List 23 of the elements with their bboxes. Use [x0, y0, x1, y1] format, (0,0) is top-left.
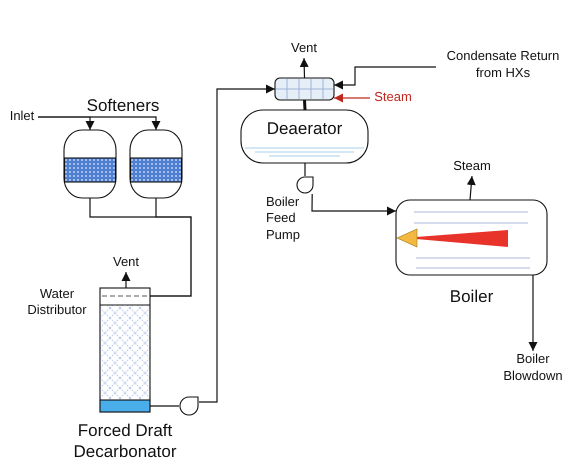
pipe-arrow — [38, 116, 160, 130]
pipe-arrow — [528, 275, 538, 351]
pipe-arrow — [334, 66, 436, 90]
pipe-arrow — [199, 84, 275, 403]
stream-label: Boiler Blowdown — [496, 351, 570, 387]
component-label: Boiler Feed Pump — [266, 194, 301, 243]
stream-label: Condensate Return from HXs — [436, 48, 570, 86]
pipe-arrow — [122, 272, 130, 288]
equipment-label: Deaerator — [266, 118, 344, 140]
pipe-arrow — [334, 94, 370, 102]
stream-label: Steam — [450, 158, 494, 176]
stream-label: Steam — [370, 89, 416, 107]
connector-stub — [303, 100, 306, 110]
pipe-arrow — [466, 176, 476, 200]
group-label: Softeners — [86, 95, 160, 116]
component-label: Water Distributor — [26, 286, 88, 318]
equipment-label: Boiler — [448, 286, 494, 308]
stream-label: Inlet — [6, 108, 38, 126]
pipe-arrow — [300, 58, 309, 78]
stream-label: Vent — [108, 254, 144, 272]
stream-label: Vent — [286, 40, 322, 58]
equipment-label: Forced Draft Decarbonator — [72, 420, 178, 462]
pipe-arrow — [311, 194, 396, 216]
